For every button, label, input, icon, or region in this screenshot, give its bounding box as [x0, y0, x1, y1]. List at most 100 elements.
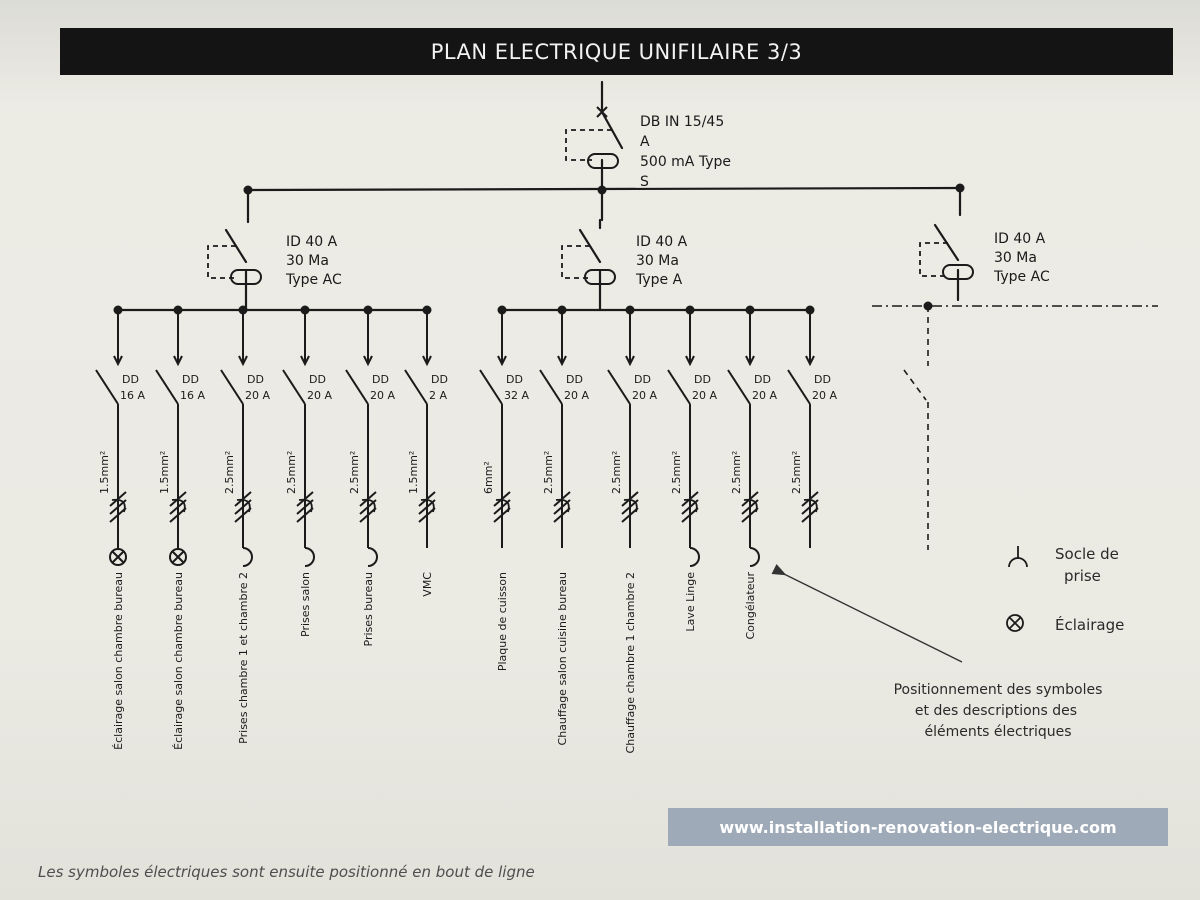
- differential-2-label: ID 40 A 30 Ma Type A: [635, 234, 688, 288]
- svg-text:ID 40 A: ID 40 A: [286, 234, 338, 250]
- svg-text:ID 40 A: ID 40 A: [994, 231, 1046, 247]
- breaker-symbol: [539, 369, 563, 405]
- breaker-rating: 20 A: [752, 389, 777, 402]
- breaker-type: DD: [309, 373, 326, 386]
- circuit-label: Chauffage chambre 1 chambre 2: [624, 572, 637, 753]
- breaker-symbol: [404, 369, 428, 405]
- breaker-symbol: [220, 369, 244, 405]
- circuit-label: Prises bureau: [362, 572, 375, 646]
- lamp-icon: [1006, 614, 1024, 632]
- breaker-rating: 20 A: [307, 389, 332, 402]
- breaker-type: DD: [431, 373, 448, 386]
- svg-text:A: A: [640, 134, 650, 150]
- differential-symbol: [230, 269, 262, 285]
- circuit-label: VMC: [421, 572, 434, 597]
- main-breaker-label: DB IN 15/45 A 500 mA Type S: [640, 114, 731, 190]
- circuit-label: Congélateur: [744, 572, 757, 640]
- cable-section: 2.5mm²: [670, 451, 683, 494]
- breaker-symbol: [282, 369, 306, 405]
- legend-socket-line2: prise: [1064, 567, 1101, 585]
- svg-text:Type A: Type A: [635, 272, 683, 288]
- breaker-type: DD: [506, 373, 523, 386]
- breaker-rating: 20 A: [632, 389, 657, 402]
- annotation: Positionnement des symboles et des descr…: [771, 564, 1103, 740]
- differential-symbols: [230, 153, 974, 285]
- circuit-label: Chauffage salon cuisine bureau: [556, 572, 569, 745]
- breaker-rating: 20 A: [564, 389, 589, 402]
- future-circuit: [872, 305, 1158, 550]
- breaker-rating: 20 A: [812, 389, 837, 402]
- legend: Socle de prise Éclairage: [1006, 545, 1124, 634]
- differential-symbol: [942, 264, 974, 280]
- cable-section: 1.5mm²: [158, 451, 171, 494]
- circuit-label: Éclairage salon chambre bureau: [112, 572, 125, 750]
- annotation-line1: Positionnement des symboles: [894, 682, 1103, 698]
- breaker-symbol: [607, 369, 631, 405]
- breaker-type: DD: [247, 373, 264, 386]
- svg-text:Type AC: Type AC: [993, 269, 1050, 285]
- lamp-icon: [169, 548, 187, 566]
- svg-text:500 mA Type: 500 mA Type: [640, 154, 731, 170]
- breaker-type: DD: [122, 373, 139, 386]
- differential-1-label: ID 40 A 30 Ma Type AC: [285, 234, 342, 288]
- socket-icon: [304, 547, 315, 567]
- socket-icon: [749, 547, 760, 567]
- socket-icon: [689, 547, 700, 567]
- annotation-line2: et des descriptions des: [915, 703, 1077, 719]
- breaker-type: DD: [814, 373, 831, 386]
- svg-text:30 Ma: 30 Ma: [994, 250, 1037, 266]
- circuits: DD 16 A 1.5mm² Éclairage salon chambre bure…: [95, 305, 837, 753]
- breaker-rating: 20 A: [370, 389, 395, 402]
- differential-symbol: [584, 269, 616, 285]
- breaker-type: DD: [566, 373, 583, 386]
- circuit-branch: DD 20 A 2.5mm² Chauffage salon cuisine bure…: [539, 305, 589, 745]
- svg-text:Type AC: Type AC: [285, 272, 342, 288]
- website-banner: www.installation-renovation-electrique.c…: [668, 808, 1168, 846]
- cable-section: 2.5mm²: [730, 451, 743, 494]
- circuit-label: Éclairage salon chambre bureau: [172, 572, 185, 750]
- main-breaker-symbol: [596, 106, 608, 118]
- cable-section: 2.5mm²: [542, 451, 555, 494]
- cable-section: 2.5mm²: [790, 451, 803, 494]
- lamp-icon: [109, 548, 127, 566]
- differential-symbol: [587, 153, 619, 169]
- breaker-rating: 16 A: [120, 389, 145, 402]
- circuit-branch: DD 32 A 6mm² Plaque de cuisson: [479, 305, 529, 671]
- socket-icon: [367, 547, 378, 567]
- cable-section: 2.5mm²: [285, 451, 298, 494]
- circuit-label: Plaque de cuisson: [496, 572, 509, 671]
- breaker-symbol: [345, 369, 369, 405]
- circuit-label: Prises salon: [299, 572, 312, 637]
- breaker-symbol: [479, 369, 503, 405]
- legend-lamp: Éclairage: [1055, 615, 1124, 634]
- breaker-rating: 32 A: [504, 389, 529, 402]
- main-wiring: [116, 80, 962, 312]
- cable-section: 1.5mm²: [98, 451, 111, 494]
- annotation-line3: éléments électriques: [924, 724, 1071, 740]
- breaker-symbol: [727, 369, 751, 405]
- breaker-symbol: [155, 369, 179, 405]
- svg-text:DB IN 15/45: DB IN 15/45: [640, 114, 724, 130]
- svg-text:ID 40 A: ID 40 A: [636, 234, 688, 250]
- cable-section: 1.5mm²: [407, 451, 420, 494]
- svg-text:30 Ma: 30 Ma: [636, 253, 679, 269]
- breaker-symbol: [95, 369, 119, 405]
- circuit-label: Prises chambre 1 et chambre 2: [237, 572, 250, 744]
- breaker-rating: 20 A: [245, 389, 270, 402]
- cable-section: 6mm²: [482, 461, 495, 494]
- diagram-title-bar: PLAN ELECTRIQUE UNIFILAIRE 3/3: [60, 28, 1173, 75]
- breaker-symbol: [787, 369, 811, 405]
- breaker-type: DD: [634, 373, 651, 386]
- diagram-title: PLAN ELECTRIQUE UNIFILAIRE 3/3: [430, 39, 803, 64]
- svg-text:S: S: [640, 174, 649, 190]
- svg-text:30 Ma: 30 Ma: [286, 253, 329, 269]
- breaker-rating: 20 A: [692, 389, 717, 402]
